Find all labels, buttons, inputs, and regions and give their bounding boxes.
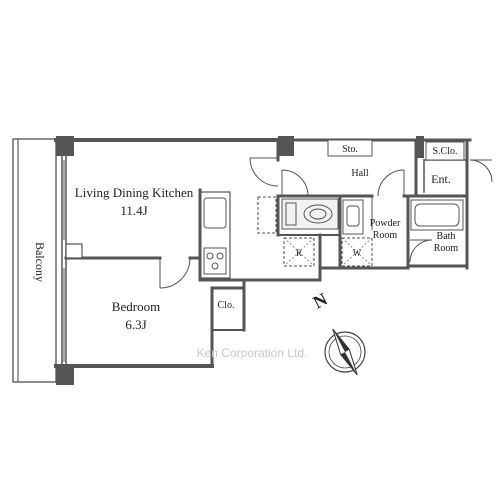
refrigerator-label: R [296, 248, 302, 258]
bedroom-size: 6.3J [125, 317, 146, 332]
bathtub [410, 199, 464, 231]
balcony: Balcony [12, 138, 57, 383]
kitchen-fixtures [199, 191, 277, 279]
shoe-closet: S.Clo. [425, 141, 465, 161]
storage: Sto. [327, 139, 373, 157]
vanity-sink [342, 199, 364, 235]
toilet [281, 198, 339, 230]
closet: Clo. [218, 300, 235, 311]
bath-room-label-line1: Bath [437, 231, 456, 242]
ldk-label: Living Dining Kitchen [75, 185, 194, 200]
hall-label: Hall [351, 168, 368, 179]
shoe-closet-label: S.Clo. [432, 146, 457, 157]
columns [56, 136, 424, 385]
watermark: Ken Corporation Ltd. [197, 346, 308, 360]
bedroom-label: Bedroom [112, 299, 160, 314]
bath-room-label-line2: Room [434, 243, 459, 254]
closet-label: Clo. [218, 300, 235, 311]
washer-space: W [341, 237, 373, 267]
powder-room-label-line2: Room [373, 230, 398, 241]
compass-n: N [310, 289, 331, 313]
ldk-size: 11.4J [120, 203, 147, 218]
powder-room-label-line1: Powder [370, 218, 401, 229]
refrigerator-space: R [283, 237, 315, 267]
storage-label: Sto. [342, 144, 358, 155]
balcony-label: Balcony [33, 242, 47, 282]
compass: N [310, 289, 366, 376]
washer-label: W [353, 248, 362, 258]
door-swings [159, 157, 493, 326]
compass-north-label: N [310, 289, 331, 313]
entrance-label: Ent. [431, 172, 451, 186]
